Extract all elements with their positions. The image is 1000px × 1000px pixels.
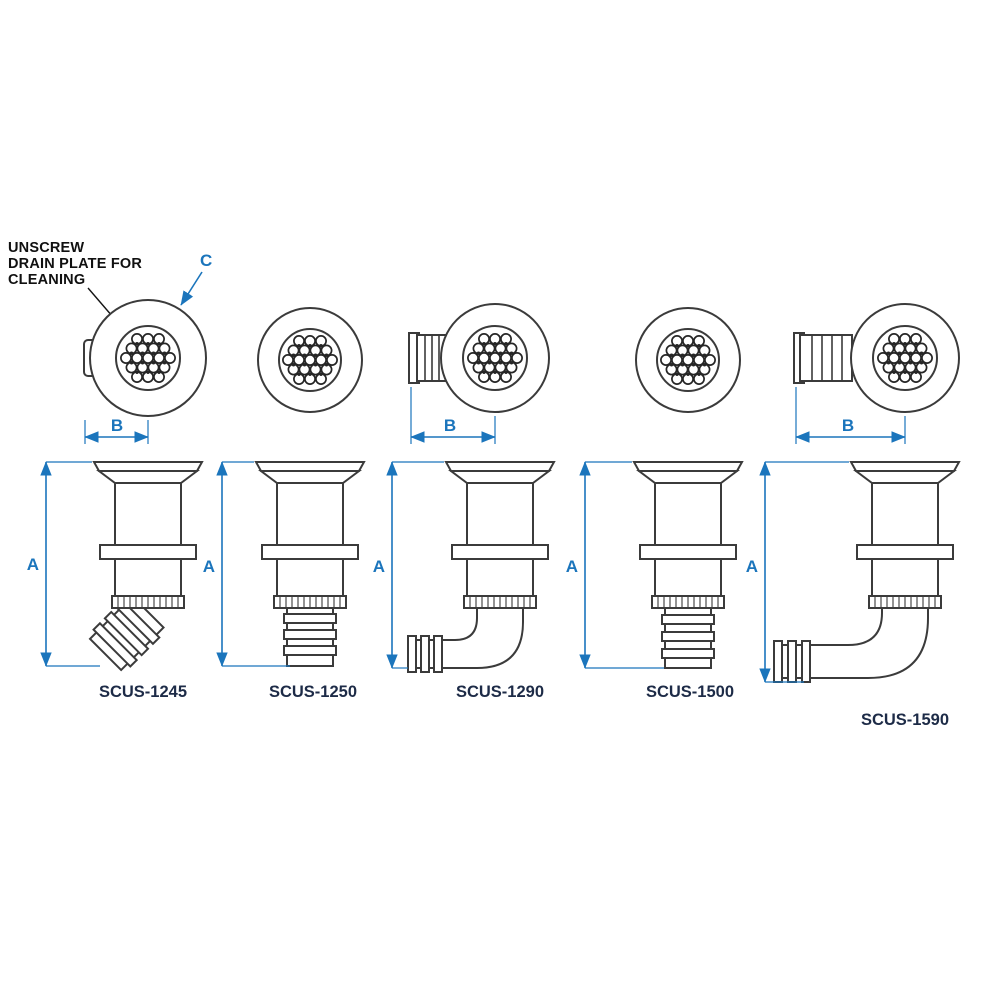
top-view-scus-1250 — [257, 307, 363, 413]
drain-plate-rim — [872, 325, 938, 391]
hose-tail-straight — [661, 607, 715, 669]
drain-plate-rim — [278, 328, 342, 392]
model-label-scus-1245: SCUS-1245 — [99, 683, 187, 701]
lower-body — [871, 558, 939, 597]
drain-plate-rim — [462, 325, 528, 391]
collar — [261, 544, 359, 560]
upper-body — [114, 482, 182, 546]
drain-plate-holes — [467, 333, 523, 383]
upper-body — [466, 482, 534, 546]
drain-plate-holes — [877, 333, 933, 383]
dim-a-scus-1245: A — [27, 461, 100, 667]
flange-taper — [448, 470, 552, 484]
note-line-1: UNSCREW — [8, 240, 84, 256]
mounting-flange — [849, 461, 961, 472]
top-view-scus-1500 — [635, 307, 741, 413]
model-label-scus-1500: SCUS-1500 — [646, 683, 734, 701]
knurl-texture — [469, 597, 531, 607]
lower-body — [276, 558, 344, 597]
dim-a-scus-1290: A — [373, 461, 444, 669]
top-view-scus-1245 — [83, 299, 207, 417]
drain-plate-rim — [656, 328, 720, 392]
dim-a-scus-1500: A — [566, 461, 664, 669]
hose-tail-90deg — [773, 607, 929, 683]
lower-body — [654, 558, 722, 597]
drain-plate-holes — [120, 333, 176, 383]
flange-taper — [96, 470, 200, 484]
side-view-scus-1250 — [254, 461, 366, 667]
lower-body — [466, 558, 534, 597]
dim-b-scus-1245: B — [84, 416, 149, 444]
dim-c: C — [180, 251, 212, 306]
dim-b-scus-1590: B — [795, 387, 906, 444]
dim-c-label: C — [200, 251, 212, 270]
hose-tail-45deg — [88, 595, 165, 672]
dim-a-scus-1250: A — [203, 461, 290, 667]
mounting-flange — [632, 461, 744, 472]
collar — [451, 544, 549, 560]
dim-b-scus-1290: B — [410, 387, 496, 444]
note-line-2: DRAIN PLATE FOR — [8, 256, 142, 272]
mounting-flange — [444, 461, 556, 472]
drain-plate-holes — [282, 335, 338, 385]
dim-a-label: A — [27, 555, 39, 574]
side-view-scus-1590 — [773, 461, 961, 683]
model-label-scus-1250: SCUS-1250 — [269, 683, 357, 701]
dim-a-label: A — [566, 557, 578, 576]
mounting-flange — [254, 461, 366, 472]
collar — [856, 544, 954, 560]
dim-b-label: B — [444, 416, 456, 435]
knurl-texture — [657, 597, 719, 607]
dim-a-scus-1590: A — [746, 461, 849, 683]
side-view-scus-1245 — [88, 461, 204, 672]
top-view-scus-1290 — [408, 303, 550, 413]
hose-barb-spigot — [799, 334, 853, 382]
model-label-scus-1590: SCUS-1590 — [861, 711, 949, 729]
dim-a-label: A — [746, 557, 758, 576]
dim-c-leader — [180, 271, 203, 306]
drain-plate-rim — [115, 325, 181, 391]
model-label-scus-1290: SCUS-1290 — [456, 683, 544, 701]
top-view-scus-1590 — [793, 303, 960, 413]
hose-tail-90deg — [407, 607, 524, 673]
note-line-3: CLEANING — [8, 272, 85, 288]
lower-body — [114, 558, 182, 597]
cleaning-note: UNSCREW DRAIN PLATE FOR CLEANING — [8, 240, 142, 332]
side-view-scus-1290 — [407, 461, 556, 673]
flange-taper — [853, 470, 957, 484]
upper-body — [276, 482, 344, 546]
collar — [639, 544, 737, 560]
upper-body — [871, 482, 939, 546]
dim-b-label: B — [111, 416, 123, 435]
flange-taper — [258, 470, 362, 484]
mounting-flange — [92, 461, 204, 472]
upper-body — [654, 482, 722, 546]
collar — [99, 544, 197, 560]
knurl-texture — [279, 597, 341, 607]
knurl-texture — [874, 597, 936, 607]
side-view-scus-1500 — [632, 461, 744, 669]
dim-b-label: B — [842, 416, 854, 435]
drain-plate-holes — [660, 335, 716, 385]
flange-taper — [636, 470, 740, 484]
dim-a-label: A — [373, 557, 385, 576]
dim-a-label: A — [203, 557, 215, 576]
hose-tail-straight — [283, 607, 337, 667]
knurl-texture — [117, 597, 179, 607]
